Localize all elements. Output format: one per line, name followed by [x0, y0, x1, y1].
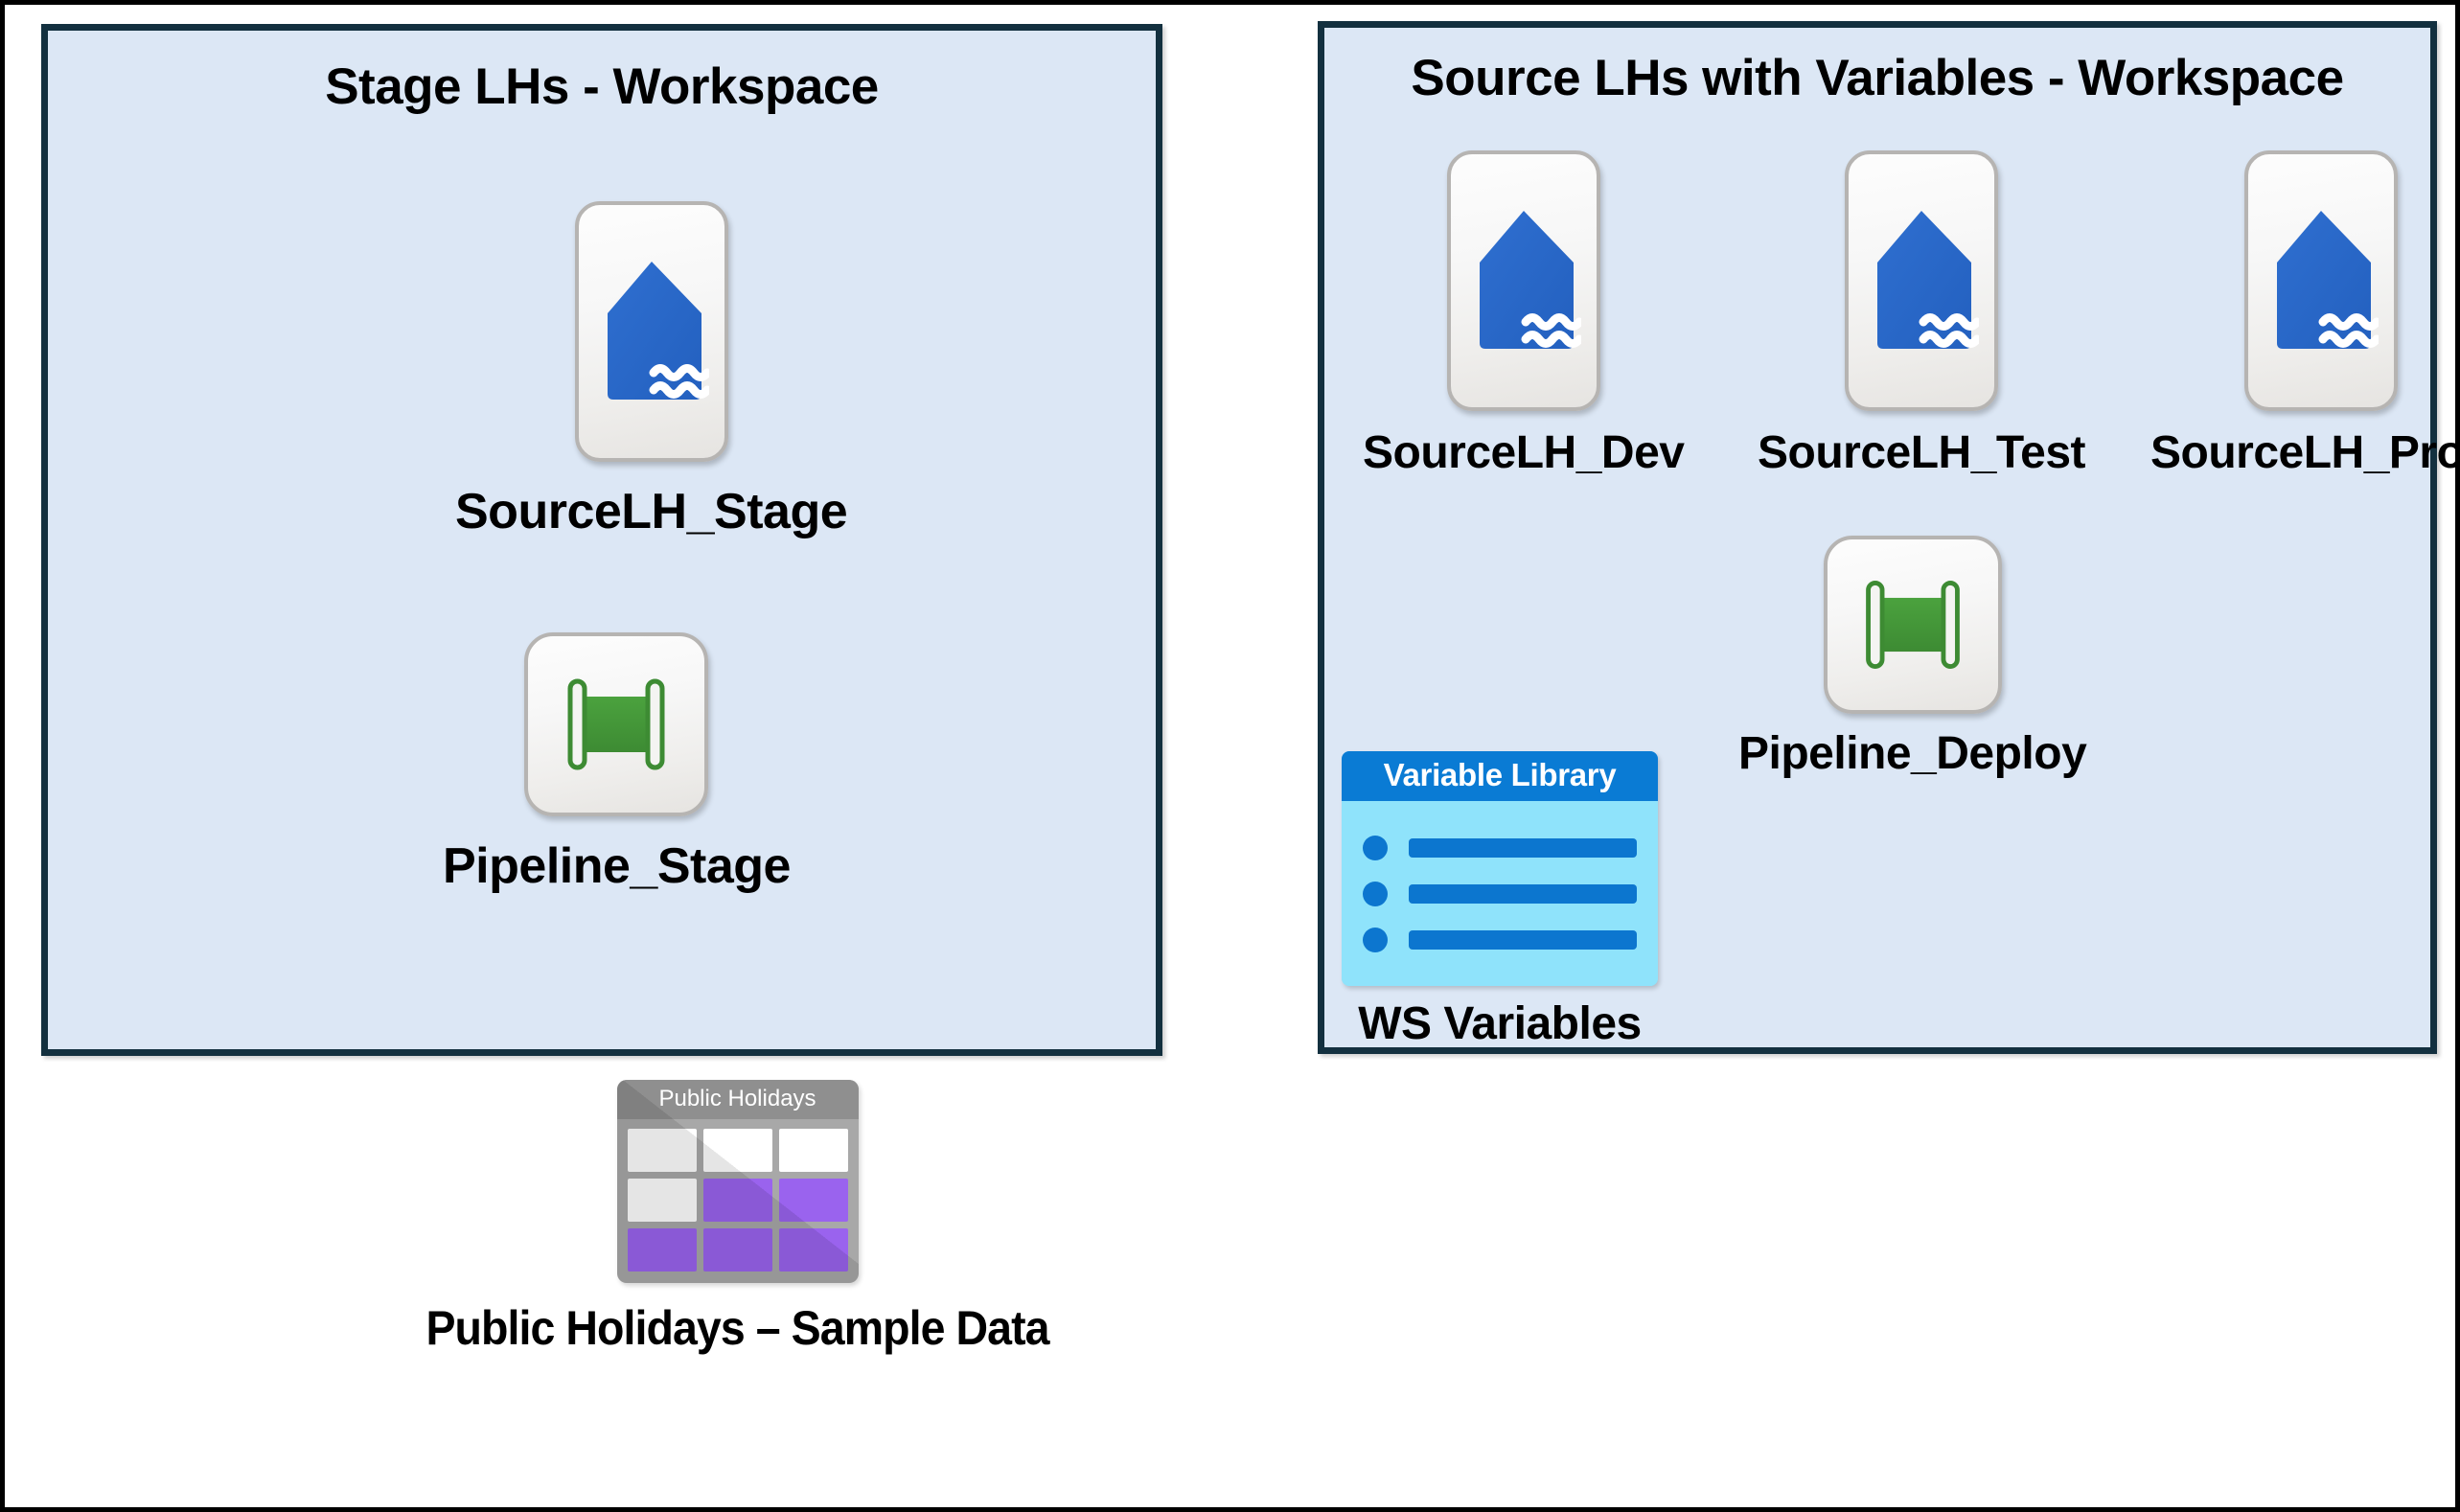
table-cell: [627, 1228, 697, 1271]
table-cell: [702, 1179, 772, 1222]
item-label: SourceLH_Dev: [1363, 427, 1685, 478]
variable-library-rows: [1342, 801, 1658, 986]
item-label: WS Variables: [1358, 998, 1642, 1049]
item-pipeline-stage[interactable]: Pipeline_Stage: [443, 632, 791, 895]
workspace-title-source: Source LHs with Variables - Workspace: [1411, 50, 2344, 106]
table-cell: [778, 1129, 848, 1172]
table-icon: Public Holidays: [616, 1080, 859, 1283]
variable-bar: [1409, 929, 1637, 950]
item-label: SourceLH_Prod: [2150, 427, 2460, 478]
variable-library-icon: Variable Library: [1342, 751, 1658, 986]
lakehouse-tile: [1845, 150, 1999, 411]
lakehouse-tile: [2244, 150, 2399, 411]
table-card-title: Public Holidays: [616, 1080, 859, 1119]
item-public-holidays[interactable]: Public Holidays Public Holidays – Sample…: [402, 1080, 1072, 1356]
item-sourcelh-test[interactable]: SourceLH_Test: [1758, 150, 2086, 479]
bullet-icon: [1363, 835, 1388, 860]
pipeline-tile: [1823, 536, 2002, 714]
item-pipeline-deploy[interactable]: Pipeline_Deploy: [1738, 536, 2087, 780]
workspace-panel-source: Source LHs with Variables - Workspace So…: [1318, 21, 2460, 1054]
table-cell: [778, 1228, 848, 1271]
table-cell: [627, 1179, 697, 1222]
variable-row: [1363, 835, 1637, 860]
lakehouse-icon: [1479, 211, 1581, 349]
variable-bar: [1409, 837, 1637, 858]
variable-row: [1363, 881, 1637, 906]
item-label: Public Holidays – Sample Data: [425, 1301, 1049, 1355]
lakehouse-icon: [2277, 211, 2380, 349]
item-sourcelh-prod[interactable]: SourceLH_Prod: [2150, 150, 2460, 479]
variable-row: [1363, 927, 1637, 952]
table-cell: [627, 1129, 697, 1172]
bullet-icon: [1363, 881, 1388, 906]
table-cell: [702, 1129, 772, 1172]
table-cell: [702, 1228, 772, 1271]
lakehouse-tile: [1446, 150, 1600, 411]
pipeline-icon: [567, 678, 665, 770]
item-label: SourceLH_Stage: [455, 484, 848, 539]
workspace-panel-stage: Stage LHs - Workspace: [41, 24, 1162, 1056]
workspace-title-stage: Stage LHs - Workspace: [325, 58, 879, 115]
pipeline-tile: [524, 632, 709, 816]
item-sourcelh-stage[interactable]: SourceLH_Stage: [455, 201, 848, 540]
pipeline-icon: [1865, 581, 1960, 669]
lakehouse-icon: [1877, 211, 1980, 349]
item-ws-variables[interactable]: Variable Library WS Varia: [1342, 751, 1658, 1050]
lakehouse-icon: [607, 262, 709, 400]
item-label: Pipeline_Deploy: [1738, 728, 2087, 779]
item-sourcelh-dev[interactable]: SourceLH_Dev: [1363, 150, 1685, 479]
item-label: SourceLH_Test: [1758, 427, 2086, 478]
table-cell: [778, 1179, 848, 1222]
variable-library-card-title: Variable Library: [1342, 751, 1658, 801]
item-label: Pipeline_Stage: [443, 838, 791, 894]
bullet-icon: [1363, 927, 1388, 952]
table-grid: [617, 1119, 859, 1283]
lakehouse-tile: [574, 201, 728, 462]
variable-bar: [1409, 883, 1637, 904]
